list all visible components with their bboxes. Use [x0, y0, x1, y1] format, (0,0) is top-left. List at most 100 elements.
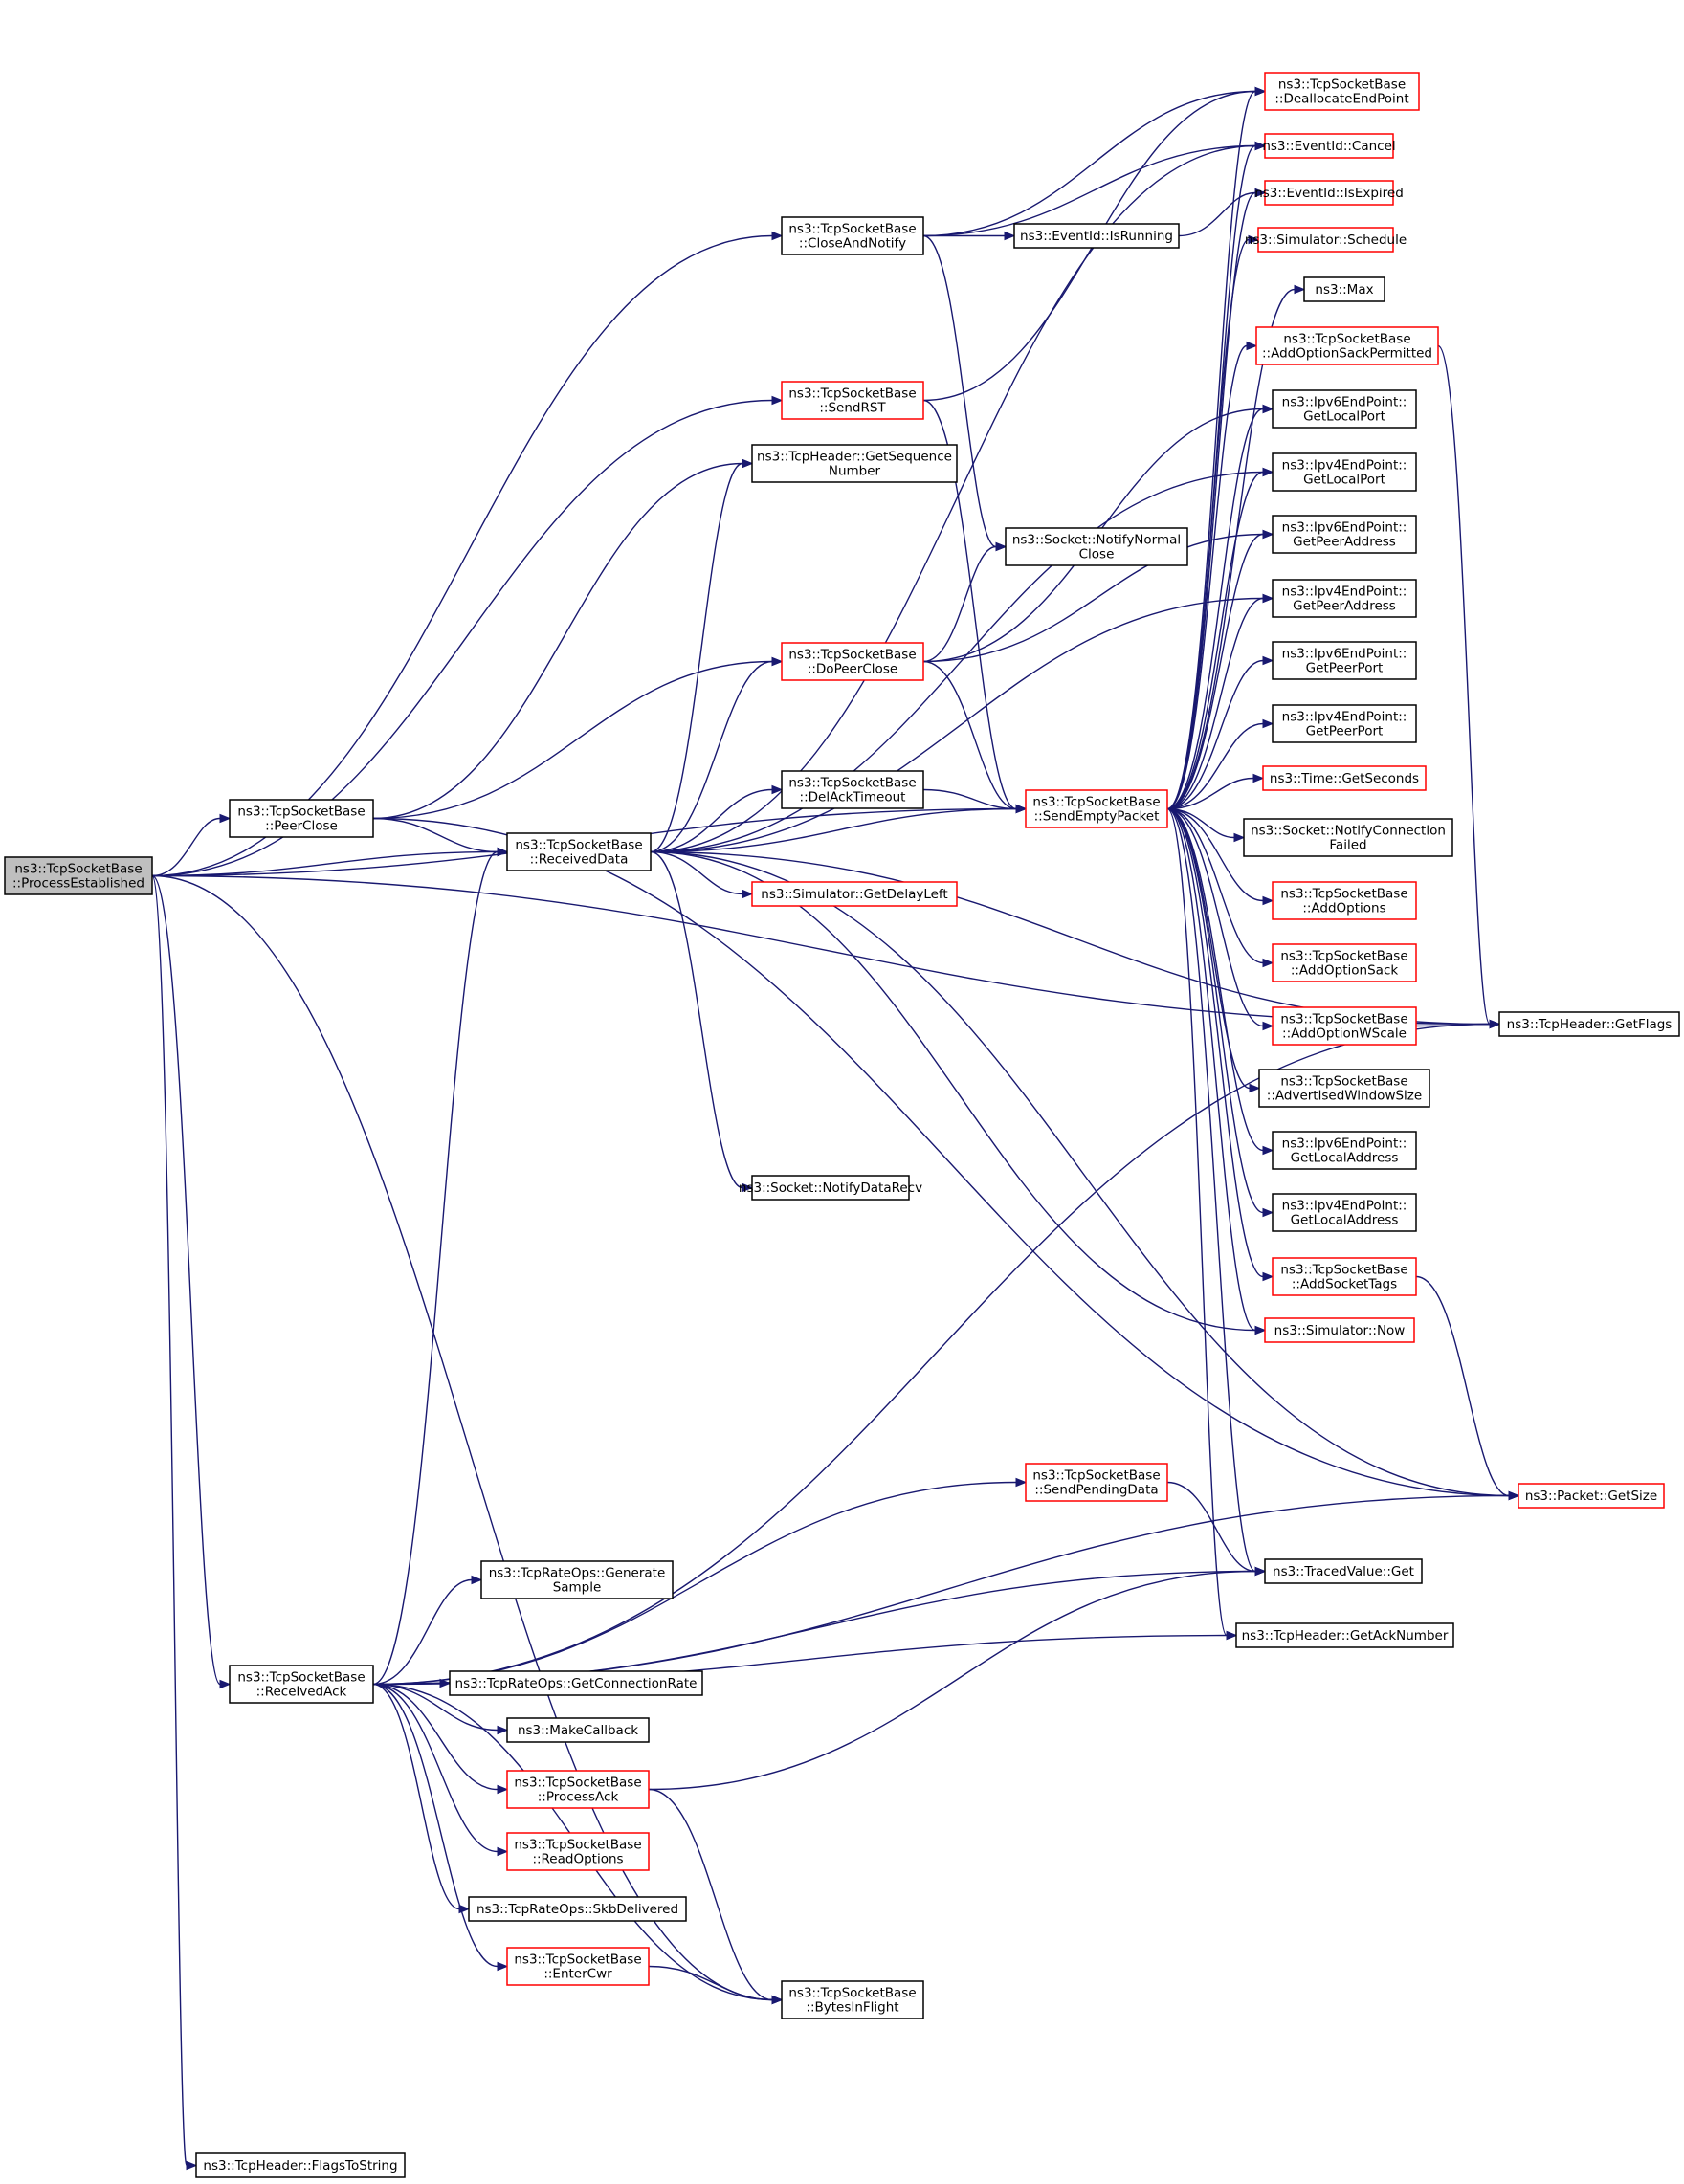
node-ns3-makecallback[interactable]: ns3::MakeCallback: [506, 1717, 650, 1743]
node-label: ns3::TcpSocketBase: [1032, 795, 1160, 810]
node-ns3-tcpsocketbase-sendemptypacket[interactable]: ns3::TcpSocketBase::SendEmptyPacket: [1025, 789, 1168, 828]
node-ns3-ipv6endpoint-getpeerport[interactable]: ns3::Ipv6EndPoint::GetPeerPort: [1272, 641, 1417, 680]
node-ns3-tcpsocketbase-addoptionsackpermitted[interactable]: ns3::TcpSocketBase::AddOptionSackPermitt…: [1255, 326, 1439, 365]
node-label: ns3::Simulator::GetDelayLeft: [761, 887, 947, 902]
node-ns3-ipv6endpoint-getlocaladdress[interactable]: ns3::Ipv6EndPoint::GetLocalAddress: [1272, 1131, 1417, 1170]
node-ns3-tcpsocketbase-sendpendingdata[interactable]: ns3::TcpSocketBase::SendPendingData: [1025, 1463, 1168, 1502]
node-ns3-tcpsocketbase-addoptionwscale[interactable]: ns3::TcpSocketBase::AddOptionWScale: [1272, 1006, 1417, 1046]
node-box: [1272, 704, 1417, 743]
node-label: ns3::Time::GetSeconds: [1270, 771, 1419, 786]
node-ns3-tracedvalue-get[interactable]: ns3::TracedValue::Get: [1264, 1558, 1423, 1584]
node-box: [1272, 452, 1417, 492]
node-box: [1013, 223, 1180, 249]
node-label: ::AddOptionWScale: [1282, 1026, 1407, 1042]
edge-n41-n23: [372, 847, 509, 1686]
node-label: ns3::TcpSocketBase: [788, 776, 916, 791]
node-ns3-tcpheader-getacknumber[interactable]: ns3::TcpHeader::GetAckNumber: [1235, 1622, 1454, 1648]
node-box: [1272, 641, 1417, 680]
node-ns3-ipv6endpoint-getlocalport[interactable]: ns3::Ipv6EndPoint::GetLocalPort: [1272, 389, 1417, 429]
node-box: [1272, 943, 1417, 982]
node-label: ns3::Socket::NotifyConnection: [1251, 824, 1446, 839]
node-ns3-tcpsocketbase-addsockettags[interactable]: ns3::TcpSocketBase::AddSocketTags: [1272, 1257, 1417, 1296]
node-ns3-eventid-isrunning[interactable]: ns3::EventId::IsRunning: [1013, 223, 1180, 249]
edge-n23-n19: [650, 784, 784, 853]
node-label: GetLocalPort: [1303, 409, 1385, 425]
node-label: Sample: [553, 1580, 602, 1596]
node-box: [751, 881, 958, 907]
node-ns3-max[interactable]: ns3::Max: [1303, 276, 1385, 302]
node-box: [1303, 276, 1385, 302]
node-ns3-simulator-getdelayleft[interactable]: ns3::Simulator::GetDelayLeft: [751, 881, 958, 907]
node-label: ns3::TcpSocketBase: [14, 862, 142, 877]
node-box: [1272, 1193, 1417, 1232]
edge-n0-n48: [151, 874, 784, 2005]
node-ns3-tcpsocketbase-delacktimeout[interactable]: ns3::TcpSocketBase::DelAckTimeout: [781, 770, 924, 809]
node-box: [1005, 527, 1188, 566]
node-label: ns3::TcpHeader::GetSequence: [757, 450, 952, 465]
node-box: [1258, 1069, 1430, 1108]
node-label: GetLocalAddress: [1291, 1151, 1399, 1166]
node-ns3-tcpsocketbase-dopeerclose[interactable]: ns3::TcpSocketBase::DoPeerClose: [781, 642, 924, 681]
node-label: ns3::EventId::IsExpired: [1254, 186, 1404, 201]
node-ns3-tcpsocketbase-addoptionsack[interactable]: ns3::TcpSocketBase::AddOptionSack: [1272, 943, 1417, 982]
node-box: [1264, 133, 1394, 159]
edge-n20-n35: [1166, 807, 1267, 1335]
node-label: ns3::TcpSocketBase: [515, 838, 642, 853]
node-box: [4, 856, 153, 895]
node-ns3-ipv4endpoint-getlocalport[interactable]: ns3::Ipv4EndPoint::GetLocalPort: [1272, 452, 1417, 492]
node-box: [468, 1896, 687, 1922]
node-ns3-tcpsocketbase-processack[interactable]: ns3::TcpSocketBase::ProcessAck: [506, 1770, 650, 1809]
node-ns3-ipv4endpoint-getlocaladdress[interactable]: ns3::Ipv4EndPoint::GetLocalAddress: [1272, 1193, 1417, 1232]
node-ns3-tcpheader-getflags[interactable]: ns3::TcpHeader::GetFlags: [1498, 1011, 1680, 1037]
edge-n20-n14: [1166, 529, 1274, 810]
node-ns3-packet-getsize[interactable]: ns3::Packet::GetSize: [1518, 1483, 1665, 1509]
node-box: [1518, 1483, 1665, 1509]
node-ns3-tcpheader-flagstostring[interactable]: ns3::TcpHeader::FlagsToString: [195, 2152, 406, 2178]
node-ns3-ipv4endpoint-getpeerport[interactable]: ns3::Ipv4EndPoint::GetPeerPort: [1272, 704, 1417, 743]
node-label: Failed: [1329, 838, 1366, 853]
node-ns3-tcpsocketbase-processestablished[interactable]: ns3::TcpSocketBase::ProcessEstablished: [4, 856, 153, 895]
node-box: [1264, 1558, 1423, 1584]
node-label: ns3::Simulator::Schedule: [1245, 232, 1407, 248]
node-ns3-ipv6endpoint-getpeeraddress[interactable]: ns3::Ipv6EndPoint::GetPeerAddress: [1272, 515, 1417, 554]
node-ns3-tcprateops-skbdelivered[interactable]: ns3::TcpRateOps::SkbDelivered: [468, 1896, 687, 1922]
node-label: ::ReceivedData: [530, 852, 629, 868]
node-label: ns3::TcpSocketBase: [788, 386, 916, 402]
node-box: [781, 216, 924, 255]
node-label: ns3::Ipv4EndPoint::: [1282, 710, 1407, 725]
edge-n41-n45: [372, 1683, 509, 1857]
node-box: [449, 1670, 703, 1696]
node-ns3-socket-notifydatarecv[interactable]: ns3::Socket::NotifyDataRecv: [739, 1175, 922, 1201]
node-ns3-tcpsocketbase-advertisedwindowsize[interactable]: ns3::TcpSocketBase::AdvertisedWindowSize: [1258, 1069, 1430, 1108]
node-ns3-eventid-cancel[interactable]: ns3::EventId::Cancel: [1262, 133, 1396, 159]
node-ns3-tcpsocketbase-receivedack[interactable]: ns3::TcpSocketBase::ReceivedAck: [229, 1665, 374, 1704]
node-label: ns3::TcpSocketBase: [514, 1838, 641, 1853]
node-ns3-simulator-schedule[interactable]: ns3::Simulator::Schedule: [1245, 227, 1407, 253]
node-ns3-tcpsocketbase-addoptions[interactable]: ns3::TcpSocketBase::AddOptions: [1272, 881, 1417, 920]
node-box: [781, 381, 924, 420]
node-ns3-ipv4endpoint-getpeeraddress[interactable]: ns3::Ipv4EndPoint::GetPeerAddress: [1272, 579, 1417, 618]
node-ns3-tcpsocketbase-closeandnotify[interactable]: ns3::TcpSocketBase::CloseAndNotify: [781, 216, 924, 255]
edge-n41-n46: [372, 1683, 471, 1914]
node-ns3-eventid-isexpired[interactable]: ns3::EventId::IsExpired: [1254, 180, 1404, 206]
node-ns3-tcpsocketbase-readoptions[interactable]: ns3::TcpSocketBase::ReadOptions: [506, 1832, 650, 1871]
edge-n23-n29: [650, 850, 1501, 1029]
edge-n41-n38: [372, 1575, 483, 1686]
node-ns3-tcpsocketbase-bytesinflight[interactable]: ns3::TcpSocketBase::BytesInFlight: [781, 1980, 924, 2019]
node-box: [1272, 1131, 1417, 1170]
node-ns3-tcpsocketbase-entercwr[interactable]: ns3::TcpSocketBase::EnterCwr: [506, 1947, 650, 1986]
node-ns3-time-getseconds[interactable]: ns3::Time::GetSeconds: [1262, 765, 1427, 791]
node-ns3-simulator-now[interactable]: ns3::Simulator::Now: [1264, 1317, 1415, 1343]
node-label: ::PeerClose: [265, 819, 338, 834]
node-ns3-tcpsocketbase-deallocateendpoint[interactable]: ns3::TcpSocketBase::DeallocateEndPoint: [1264, 72, 1420, 111]
node-ns3-tcprateops-getconnectionrate[interactable]: ns3::TcpRateOps::GetConnectionRate: [449, 1670, 703, 1696]
node-label: ns3::TcpHeader::GetFlags: [1507, 1017, 1673, 1032]
edge-n0-n1: [151, 231, 784, 877]
node-ns3-tcpsocketbase-sendrst[interactable]: ns3::TcpSocketBase::SendRST: [781, 381, 924, 420]
node-ns3-tcpsocketbase-receiveddata[interactable]: ns3::TcpSocketBase::ReceivedData: [506, 832, 652, 871]
node-ns3-tcpsocketbase-peerclose[interactable]: ns3::TcpSocketBase::PeerClose: [229, 799, 374, 838]
